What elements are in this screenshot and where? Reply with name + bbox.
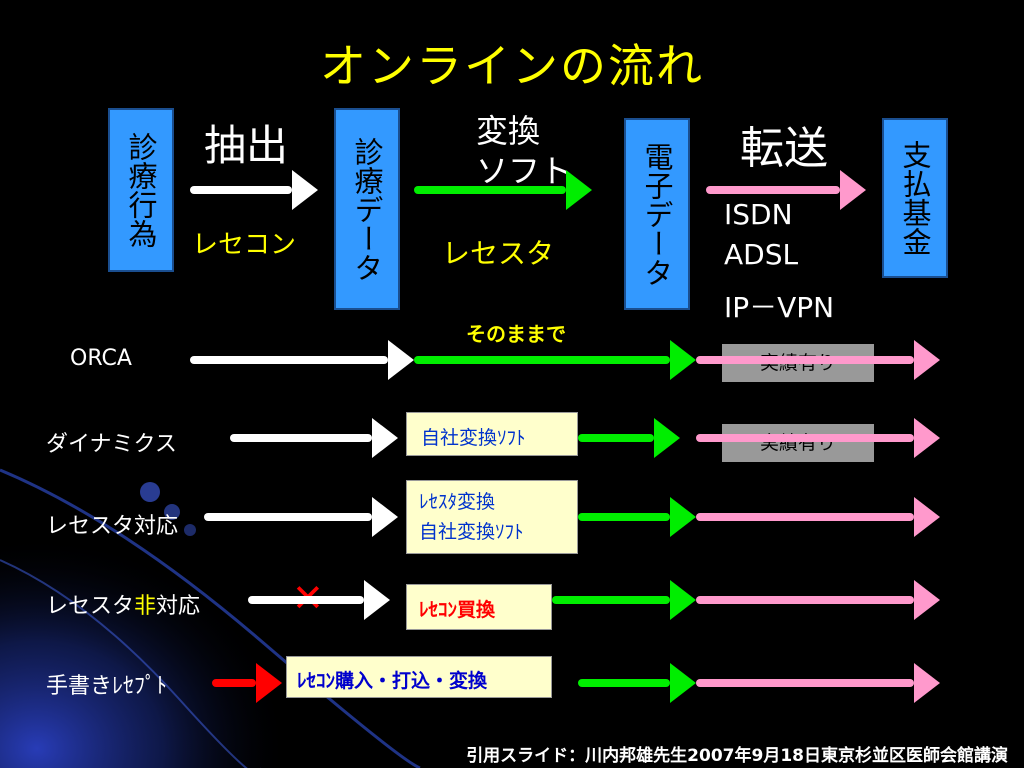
box-denshi-data: 電子データ [624,118,690,310]
note-sonomama: そのままで [466,322,566,346]
arrow-chushutsu [190,170,318,210]
label-rececon: レセコン [192,230,297,260]
arrow-tegaki-pink [696,663,940,703]
arrow-orca-green [414,340,696,380]
arrow-resesuta-white [204,497,398,537]
net-ipvpn: IP－VPN [724,291,835,324]
box-resesuta-henkan: ﾚｾｽﾀ変換自社変換ｿﾌﾄ [406,480,578,554]
arrow-henkan [414,170,592,210]
box-shiharai-kikin: 支払基金 [882,118,948,278]
arrow-tegaki-red [212,663,282,703]
arrow-tegaki-green [578,663,696,703]
row-label-resesuta-taio: レセスタ対応 [46,514,179,539]
box-rececon-kaikae: ﾚｾｺﾝ買換 [406,584,552,630]
arrow-resesuta-green [578,497,696,537]
label-hi: 非 [134,594,157,619]
page-title: オンラインの流れ [320,39,704,93]
arrow-dynamics-green [578,418,680,458]
label-soft: ソフト [476,152,573,190]
box-line-2: 自社変換ｿﾌﾄ [419,521,524,543]
label-chushutsu: 抽出 [204,121,289,170]
arrow-resesuta-pink [696,497,940,537]
row-label-tegaki: 手書きﾚｾﾌﾟﾄ [46,674,168,699]
label-henkan: 変換 [476,112,541,150]
arrow-orca-white [190,340,414,380]
label-resesuta: レセスタ [442,237,555,270]
arrow-hitaio-green [552,580,696,620]
box-rececon-konyu: ﾚｾｺﾝ購入・打込・変換 [286,656,552,698]
box-shinryo-data: 診療データ [334,108,400,310]
arrow-hitaio-white [248,580,390,620]
box-jisha-henkan: 自社変換ｿﾌﾄ [406,412,578,456]
arrow-orca-pink [696,340,940,380]
arrow-hitaio-pink [696,580,940,620]
row-label-orca: ORCA [70,346,132,371]
footer-citation: 引用スライド：川内邦雄先生2007年9月18日東京杉並区医師会館講演 [466,746,1008,766]
box-shinryo-koui: 診療行為 [108,108,174,272]
row-label-resesuta-hitaio: レセスタ非対応 [46,594,201,619]
net-adsl: ADSL [724,238,799,271]
row-label-dynamics: ダイナミクス [46,432,177,457]
arrow-dynamics-pink [696,418,940,458]
arrow-dynamics-white [230,418,398,458]
box-line-1: ﾚｾｽﾀ変換 [419,491,496,513]
arrow-tenso [706,170,866,210]
label-tenso: 転送 [740,123,828,174]
net-isdn: ISDN [724,198,793,231]
